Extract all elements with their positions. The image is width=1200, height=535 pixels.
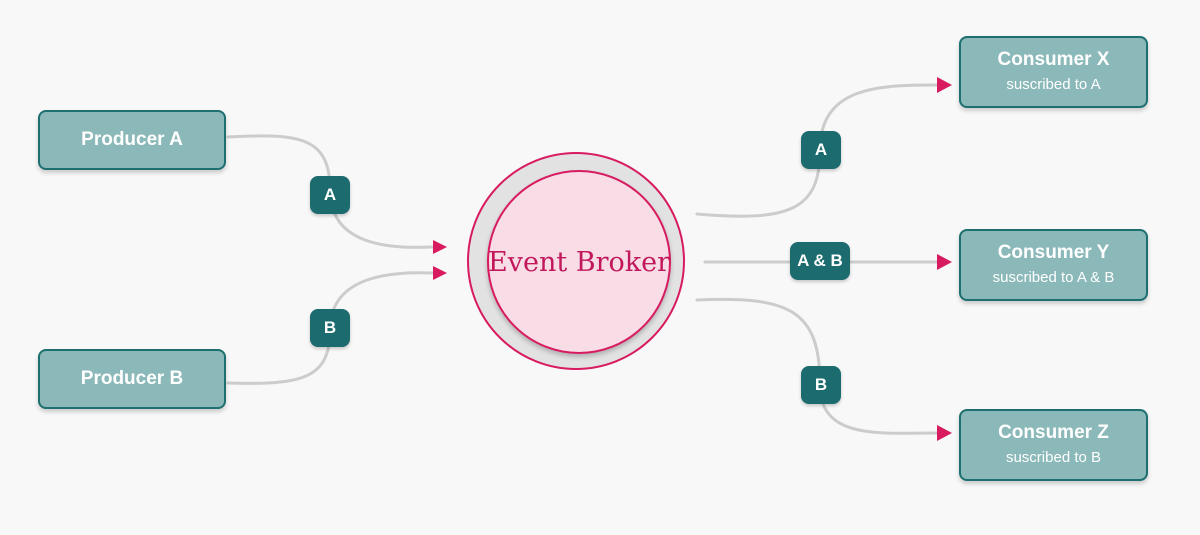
arrowhead-broker-in-b (433, 266, 447, 280)
event-badge-consumer-y: A & B (790, 242, 850, 280)
event-badge-producer-a: A (310, 176, 350, 214)
consumer-z-subscription: suscribed to B (1005, 449, 1102, 467)
producer-a[interactable]: Producer A (38, 110, 226, 170)
arrowhead-consumer-z (937, 425, 952, 441)
producer-b-label: Producer B (80, 367, 184, 389)
arrowhead-broker-in-a (433, 240, 447, 254)
arrowhead-consumer-x (937, 77, 952, 93)
event-broker-label: Event Broker (488, 246, 671, 278)
event-badge-consumer-x: A (801, 131, 841, 169)
consumer-y-label: Consumer Y (997, 242, 1110, 264)
consumer-z[interactable]: Consumer Z suscribed to B (959, 409, 1148, 481)
event-broker[interactable]: Event Broker (487, 170, 671, 354)
producer-a-label: Producer A (81, 128, 183, 150)
consumer-z-label: Consumer Z (998, 422, 1109, 444)
event-badge-producer-b: B (310, 309, 350, 347)
producer-b[interactable]: Producer B (38, 349, 226, 409)
consumer-y-subscription: suscribed to A & B (992, 269, 1115, 287)
consumer-x[interactable]: Consumer X suscribed to A (959, 36, 1148, 108)
consumer-x-subscription: suscribed to A (1006, 76, 1101, 94)
consumer-x-label: Consumer X (997, 49, 1110, 71)
arrowhead-consumer-y (937, 254, 952, 270)
consumer-y[interactable]: Consumer Y suscribed to A & B (959, 229, 1148, 301)
event-badge-consumer-z: B (801, 366, 841, 404)
